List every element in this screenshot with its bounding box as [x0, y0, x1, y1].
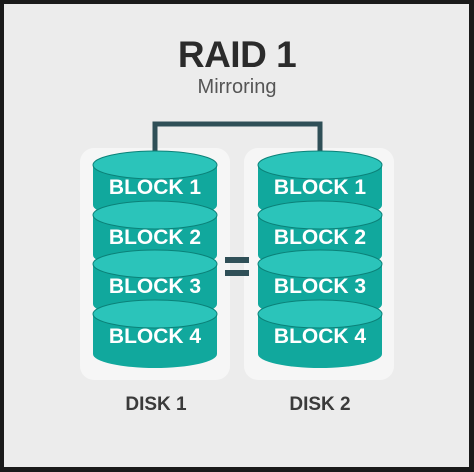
disk-1-block-4: BLOCK 4	[92, 299, 218, 368]
disk-2-label: DISK 2	[289, 394, 351, 415]
block-label: BLOCK 3	[109, 275, 201, 298]
block-label: BLOCK 4	[274, 325, 366, 348]
equals-sign	[225, 257, 249, 276]
block-label: BLOCK 4	[109, 325, 201, 348]
block-label: BLOCK 3	[274, 275, 366, 298]
disk-2-blocks: BLOCK 1 BLOCK 2 BLOCK 3 BLOCK 4	[257, 150, 383, 368]
block-label: BLOCK 1	[109, 176, 201, 199]
disk-2-block-4: BLOCK 4	[257, 299, 383, 368]
disk-1-label: DISK 1	[125, 394, 187, 415]
diagram-title: RAID 1	[177, 34, 297, 75]
block-label: BLOCK 2	[274, 226, 366, 249]
block-label: BLOCK 2	[109, 226, 201, 249]
diagram-subtitle: Mirroring	[197, 76, 277, 98]
block-label: BLOCK 1	[274, 176, 366, 199]
mirror-connector	[152, 121, 323, 168]
disk-1-blocks: BLOCK 1 BLOCK 2 BLOCK 3 BLOCK 4	[92, 150, 218, 368]
